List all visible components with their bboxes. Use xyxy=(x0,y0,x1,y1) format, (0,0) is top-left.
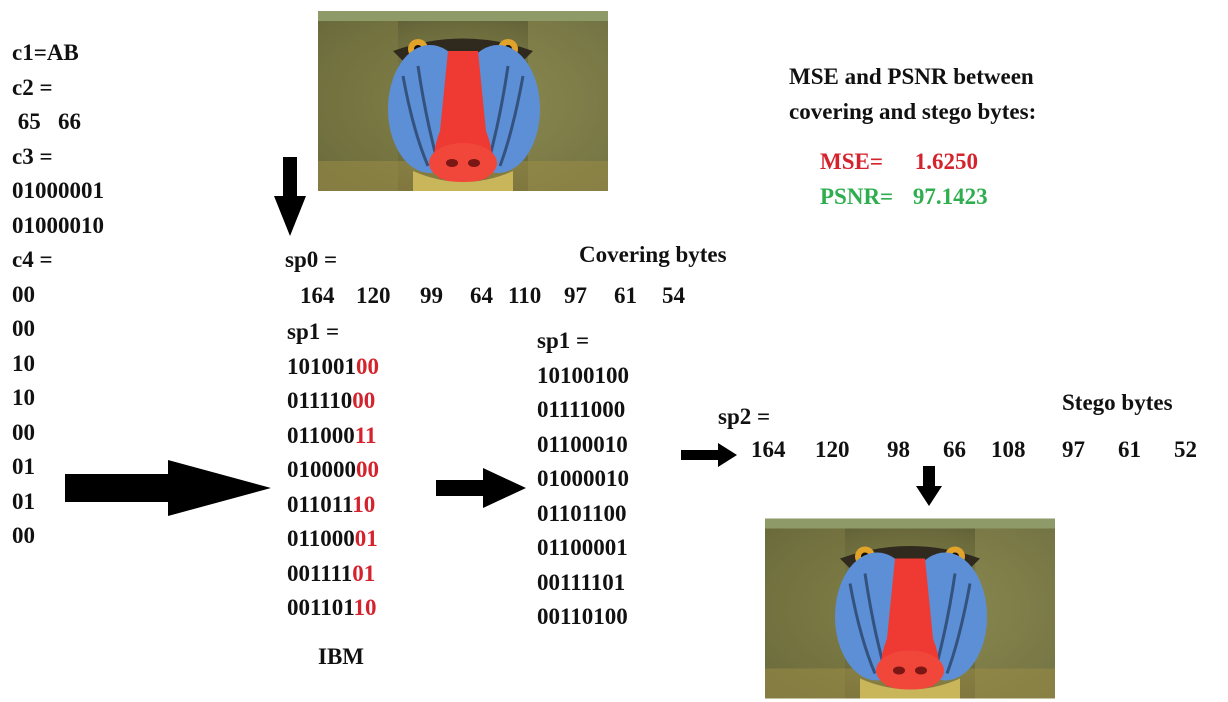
c4-label: c4 = xyxy=(12,247,53,272)
sp0-value: 54 xyxy=(662,283,685,308)
sp1-result-row: 01101100 xyxy=(537,500,627,526)
sp1-row: 01000000 xyxy=(287,457,379,482)
sp0-value: 99 xyxy=(420,283,443,308)
sp2-value: 108 xyxy=(991,437,1026,462)
metrics-title-line1: MSE and PSNR between xyxy=(789,64,1034,89)
sp1-label: sp1 = xyxy=(287,319,340,344)
embedded-bits: 10 xyxy=(353,595,377,620)
sp2-value: 66 xyxy=(943,437,966,462)
c4-value: 10 xyxy=(12,350,35,376)
sp1-row: 01100011 xyxy=(287,422,377,448)
stego-bytes-heading: Stego bytes xyxy=(1062,390,1173,415)
embedded-bits: 00 xyxy=(352,388,376,413)
sp0-value: 61 xyxy=(614,283,637,308)
left-column: c1=AB c2 = 65 66 c3 = 01000001 01000010 … xyxy=(12,36,104,554)
stego-image xyxy=(765,516,1055,701)
right-arrow-to-sp2 xyxy=(681,443,737,467)
embedded-bits: 01 xyxy=(354,526,378,551)
c3-value: 01000001 xyxy=(12,178,104,203)
sp1-row: 01100001 xyxy=(287,526,378,551)
mse-row: MSE= 1.6250 xyxy=(820,145,978,180)
c4-value: 10 xyxy=(12,385,35,410)
sp0-value: 97 xyxy=(564,283,587,308)
psnr-value: 97.1423 xyxy=(912,184,988,209)
sp2-value: 52 xyxy=(1174,437,1197,462)
c4-value: 01 xyxy=(12,454,35,479)
sp0-values: 164 120 99 64 110 97 61 54 xyxy=(300,279,692,314)
sp1-ibm-column: sp1 = 10100100 01111000 01100011 0100000… xyxy=(287,315,379,626)
sp2-value: 61 xyxy=(1118,437,1141,462)
sp2-value: 120 xyxy=(815,437,850,462)
psnr-label: PSNR= xyxy=(820,184,894,209)
sp1-result-row: 01100010 xyxy=(537,431,628,457)
sp1-row: 00110110 xyxy=(287,595,377,620)
sp2-value: 97 xyxy=(1062,437,1085,462)
sp0-value: 110 xyxy=(508,283,542,308)
sp2-value: 164 xyxy=(751,437,786,462)
sp0-value: 120 xyxy=(356,283,391,308)
c2-values: 65 66 xyxy=(12,109,81,134)
sp1-row: 01101110 xyxy=(287,491,376,517)
c4-value: 01 xyxy=(12,488,35,514)
sp1-result-row: 00111101 xyxy=(537,569,626,595)
cover-image xyxy=(318,9,608,193)
c4-value: 00 xyxy=(12,281,35,307)
down-arrow-to-sp0 xyxy=(274,157,306,236)
right-arrow-c4-to-sp1 xyxy=(65,460,271,516)
c4-value: 00 xyxy=(12,523,35,548)
mse-value: 1.6250 xyxy=(914,149,978,174)
ibm-caption: IBM xyxy=(318,644,364,669)
sp1-row: 01111000 xyxy=(287,388,376,413)
sp0-label: sp0 = xyxy=(285,247,338,272)
sp0-value: 164 xyxy=(300,283,335,308)
sp1-row: 00111101 xyxy=(287,560,376,586)
metrics-title: MSE and PSNR between covering and stego … xyxy=(789,60,1036,129)
mse-label: MSE= xyxy=(820,149,883,174)
sp2-value: 98 xyxy=(887,437,910,462)
covering-bytes-heading: Covering bytes xyxy=(579,242,727,267)
embedded-bits: 10 xyxy=(352,491,376,517)
embedded-bits: 11 xyxy=(354,422,377,448)
sp2-values: 164 120 98 66 108 97 61 52 xyxy=(751,433,1204,468)
c4-value: 00 xyxy=(12,419,35,445)
down-arrow-to-stego-image xyxy=(916,466,942,506)
sp2-label: sp2 = xyxy=(718,404,771,429)
metrics-title-line2: covering and stego bytes: xyxy=(789,98,1037,124)
sp1-row: 10100100 xyxy=(287,353,379,379)
c2-label: c2 = xyxy=(12,74,53,100)
sp1-result-row: 01111000 xyxy=(537,397,626,422)
c3-label: c3 = xyxy=(12,143,53,169)
c4-value: 00 xyxy=(12,316,35,341)
embedded-bits: 01 xyxy=(352,560,376,586)
embedded-bits: 00 xyxy=(356,457,379,482)
right-arrow-sp1-to-result xyxy=(436,468,526,508)
c3-value: 01000010 xyxy=(12,212,104,238)
sp1-result-row: 01000010 xyxy=(537,466,629,491)
embedded-bits: 00 xyxy=(356,353,379,379)
sp1-result-column: sp1 = 10100100 01111000 01100010 0100001… xyxy=(537,324,629,635)
psnr-row: PSNR= 97.1423 xyxy=(820,180,988,215)
sp1-result-row: 00110100 xyxy=(537,604,628,629)
sp0-value: 64 xyxy=(470,283,493,308)
sp1-result-row: 10100100 xyxy=(537,362,629,388)
sp1-result-label: sp1 = xyxy=(537,328,590,353)
c1-label: c1=AB xyxy=(12,40,79,65)
sp1-result-row: 01100001 xyxy=(537,535,628,560)
